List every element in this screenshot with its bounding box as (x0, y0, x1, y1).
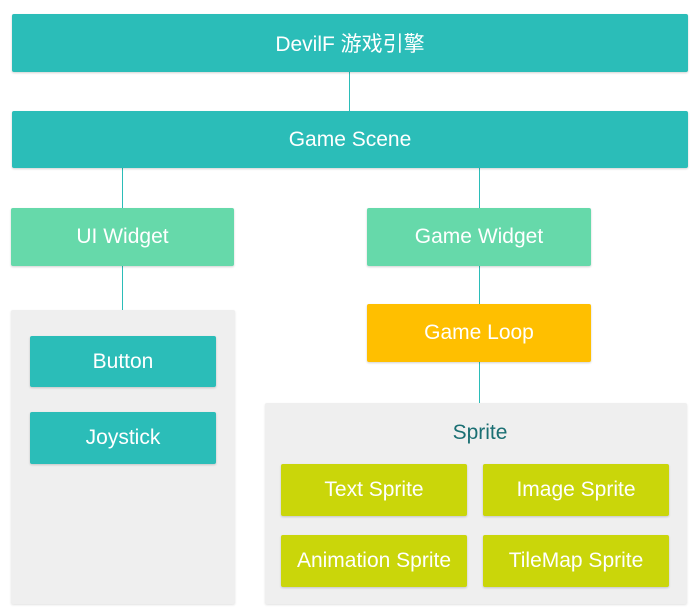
ui-widget-node: UI Widget (11, 208, 234, 266)
engine-node: DevilF 游戏引擎 (12, 14, 688, 72)
joystick-node: Joystick (30, 412, 216, 464)
game-widget-node: Game Widget (367, 208, 591, 266)
connector-game-widget-loop (479, 266, 480, 304)
game-loop-node: Game Loop (367, 304, 591, 362)
image-sprite-node: Image Sprite (483, 464, 669, 516)
button-node: Button (30, 336, 216, 387)
connector-engine-scene (349, 72, 350, 111)
connector-scene-game-widget (479, 168, 480, 208)
game-scene-node: Game Scene (12, 111, 688, 168)
animation-sprite-node: Animation Sprite (281, 535, 467, 587)
tilemap-sprite-node: TileMap Sprite (483, 535, 669, 587)
sprite-panel-title: Sprite (452, 421, 508, 444)
text-sprite-node: Text Sprite (281, 464, 467, 516)
connector-scene-ui-widget (122, 168, 123, 208)
connector-loop-sprite (479, 362, 480, 403)
connector-ui-widget-panel (122, 266, 123, 310)
